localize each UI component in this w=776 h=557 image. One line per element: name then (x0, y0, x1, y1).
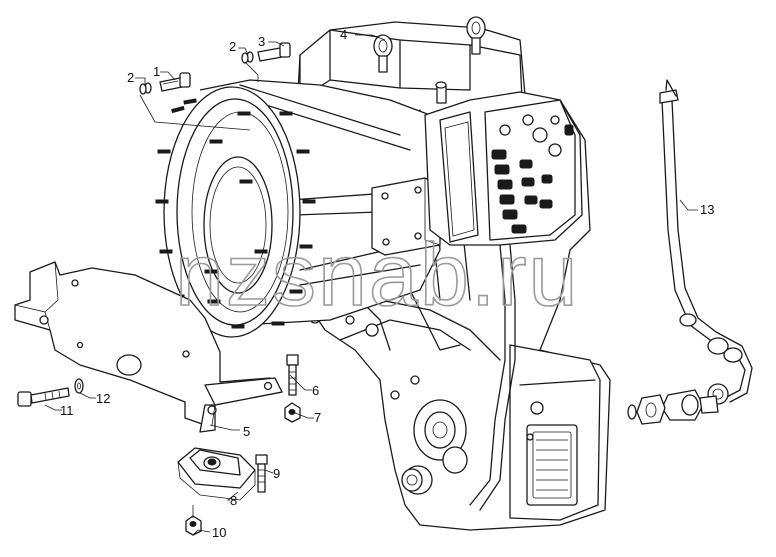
bolt-1 (159, 72, 191, 92)
support-bracket (14, 261, 283, 433)
callout-7: 7 (314, 410, 321, 425)
bolt-9 (255, 454, 268, 493)
breather-plug (435, 81, 447, 104)
callout-8: 8 (230, 493, 237, 508)
callout-10: 10 (212, 525, 226, 540)
dipstick-tube (627, 79, 753, 425)
side-cover-plate (371, 177, 441, 256)
bolt-3 (257, 42, 291, 62)
callout-labels: 1 2 2 3 4 5 6 7 8 9 10 11 12 13 (60, 27, 714, 540)
callout-1: 1 (153, 64, 160, 79)
washer-2-left (139, 82, 152, 95)
callout-11: 11 (60, 403, 74, 418)
callout-5: 5 (243, 424, 250, 439)
nut-10 (185, 515, 202, 536)
callout-9: 9 (273, 466, 280, 481)
lifting-eye-left (373, 34, 393, 73)
leader-lines (44, 34, 698, 536)
washer-2-right (241, 51, 254, 64)
inspection-cover (526, 424, 578, 506)
callout-6: 6 (312, 383, 319, 398)
bolt-11 (17, 387, 70, 407)
callout-2-left: 2 (127, 70, 134, 85)
lifting-eye-right (466, 16, 486, 55)
rubber-mount (177, 447, 256, 501)
callout-13: 13 (700, 202, 714, 217)
watermark: nzsnab.ru (175, 225, 579, 324)
control-valve-assembly (424, 91, 583, 511)
callout-12: 12 (96, 391, 110, 406)
callout-3: 3 (258, 34, 265, 49)
bolt-6 (286, 354, 299, 396)
output-flange (401, 399, 468, 495)
callout-4: 4 (340, 27, 347, 42)
bell-housing (155, 79, 441, 338)
callout-2-right: 2 (229, 39, 236, 54)
washer-12 (74, 378, 84, 394)
valve-fittings (491, 114, 574, 234)
nut-7 (284, 402, 301, 423)
